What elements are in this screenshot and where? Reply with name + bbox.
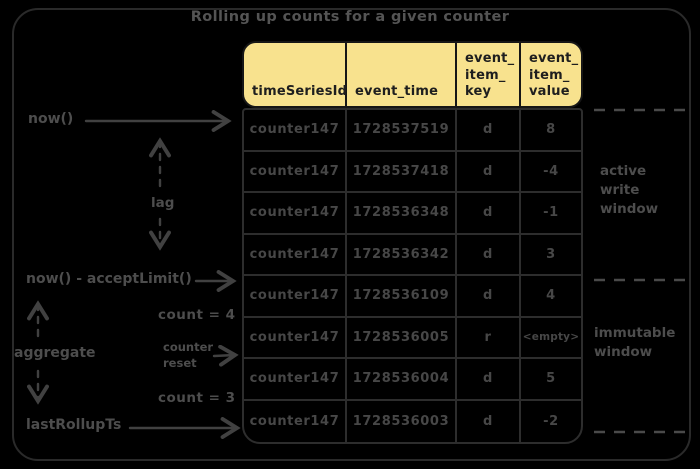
table-cell: 1728536109 [347, 276, 457, 318]
table-cell: 1728536004 [347, 359, 457, 401]
table-cell: counter147 [244, 317, 347, 359]
table-cell: -1 [521, 193, 581, 235]
table-cell: counter147 [244, 359, 347, 401]
diagram-title: Rolling up counts for a given counter [190, 9, 510, 25]
column-header-event-time: event_time [347, 43, 457, 106]
now-label: now() [28, 111, 74, 127]
table-cell: counter147 [244, 234, 347, 276]
table-cell: counter147 [244, 400, 347, 442]
table-cell: -2 [543, 413, 559, 429]
table-cell: 5 [521, 359, 581, 401]
table-cell: 8 [521, 110, 581, 152]
table-cell: 1728536003 [347, 400, 457, 442]
count-3-label: count = 3 [158, 390, 236, 406]
table-body: counter147 1728537519 d 8 counter147 172… [242, 108, 583, 444]
outer-frame [12, 8, 691, 461]
table-cell: r [457, 317, 521, 359]
table-cell: d [457, 276, 521, 318]
count-4-label: count = 4 [158, 307, 236, 323]
column-header-event-item-key: event_ item_ key [457, 43, 521, 106]
column-header-timeseriesid: timeSeriesId [244, 43, 347, 106]
table-cell: 1728536005 [347, 317, 457, 359]
table-cell: <empty> [521, 318, 581, 359]
last-rollup-ts-label: lastRollupTs [26, 417, 122, 433]
table-cell: 1728536348 [347, 193, 457, 235]
accept-limit-label: now() - acceptLimit() [26, 271, 192, 287]
aggregate-label: aggregate [14, 345, 96, 361]
table-cell: d [457, 110, 521, 152]
lag-label: lag [151, 195, 175, 211]
table-cell: d [457, 193, 521, 235]
table-cell: 1728537418 [347, 151, 457, 193]
table-cell: -4 [521, 152, 581, 193]
table-cell: 4 [521, 276, 581, 318]
table-cell: d [457, 359, 521, 401]
table-cell: counter147 [244, 110, 347, 152]
table-cell: 1728536342 [347, 234, 457, 276]
active-write-window-label: active write window [600, 163, 659, 217]
table-cell: d [457, 234, 521, 276]
table-cell: 1728537519 [347, 110, 457, 152]
table-cell: d [457, 400, 521, 442]
table-header: timeSeriesId event_time event_ item_ key… [242, 41, 583, 108]
table-cell: counter147 [244, 276, 347, 318]
table-cell: counter147 [244, 193, 347, 235]
column-header-event-item-value: event_ item_ value [529, 51, 579, 99]
table-cell: 3 [521, 235, 581, 276]
table-cell: counter147 [244, 151, 347, 193]
counter-reset-label: counter reset [163, 340, 214, 370]
immutable-window-label: immutable window [594, 325, 676, 360]
table-cell: d [457, 151, 521, 193]
